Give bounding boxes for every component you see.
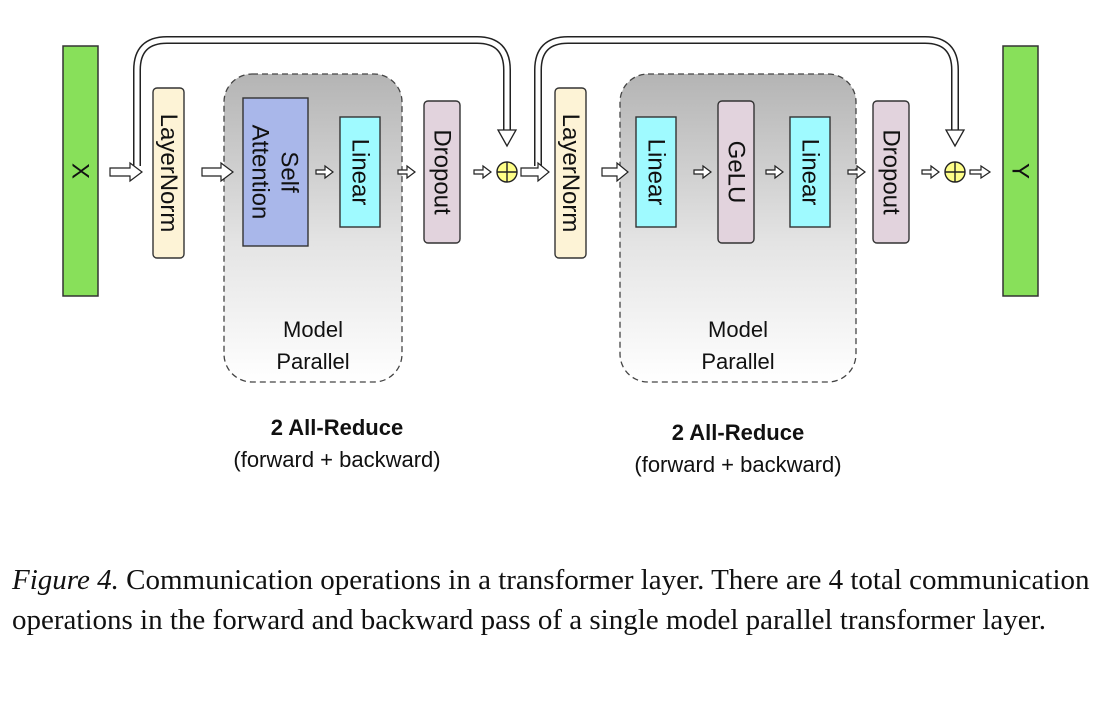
arrow-dropout-to-add <box>473 164 492 180</box>
output-y-block <box>1002 45 1039 297</box>
input-x-label: X <box>67 163 94 179</box>
all-reduce-1-title: 2 All-Reduce <box>271 415 403 440</box>
input-x-block <box>62 45 99 297</box>
figure-caption: Figure 4. Communication operations in a … <box>12 560 1102 640</box>
dropout-1-label: Dropout <box>429 129 456 215</box>
residual-connection-1 <box>133 36 518 166</box>
layernorm-1-block <box>152 87 185 259</box>
dropout-1-block <box>423 100 461 244</box>
dropout-2-label: Dropout <box>878 129 905 215</box>
self-attention-line1: Self <box>276 151 303 193</box>
arrow-linear-to-dropout <box>397 164 416 180</box>
arrow-linear-to-dropout-2 <box>847 164 866 180</box>
model-parallel-2-line2: Parallel <box>701 349 774 374</box>
arrow-gelu-to-linear <box>765 164 784 180</box>
layernorm-1-label: LayerNorm <box>155 114 182 233</box>
transformer-layer-diagram: X Y LayerNorm Self Attention Linear Drop… <box>62 36 1039 477</box>
gelu-label: GeLU <box>723 141 750 204</box>
linear-1-label: Linear <box>347 139 374 206</box>
model-parallel-2-line1: Model <box>708 317 768 342</box>
residual-add-2-icon <box>944 161 966 183</box>
self-attention-line2: Attention <box>247 125 274 220</box>
self-attention-block <box>242 97 309 247</box>
arrow-layernorm-to-attention <box>201 161 234 183</box>
linear-1-block <box>339 116 381 228</box>
all-reduce-1-subtitle: (forward + backward) <box>233 447 440 472</box>
layernorm-2-block <box>554 87 587 259</box>
arrow-attention-to-linear <box>315 164 334 180</box>
dropout-2-block <box>872 100 910 244</box>
model-parallel-1-line1: Model <box>283 317 343 342</box>
arrow-add-to-layernorm <box>520 161 550 183</box>
residual-add-1-icon <box>496 161 518 183</box>
flow-arrows <box>109 161 992 183</box>
all-reduce-2-title: 2 All-Reduce <box>672 420 804 445</box>
model-parallel-1-line2: Parallel <box>276 349 349 374</box>
arrow-layernorm-to-linear <box>601 161 629 183</box>
caption-text: Communication operations in a transforme… <box>12 564 1090 636</box>
caption-label: Figure 4. <box>12 564 119 596</box>
self-attention-label: Self Attention <box>247 125 303 220</box>
linear-2-block <box>635 116 677 228</box>
linear-3-label: Linear <box>797 139 824 206</box>
gelu-block <box>717 100 755 244</box>
arrow-dropout-to-add-2 <box>921 164 940 180</box>
arrow-add-to-y <box>969 164 992 180</box>
arrow-linear-to-gelu <box>693 164 712 180</box>
residual-connection-2 <box>534 36 966 166</box>
all-reduce-2-subtitle: (forward + backward) <box>634 452 841 477</box>
arrow-x-to-layernorm <box>109 161 143 183</box>
output-y-label: Y <box>1007 163 1034 179</box>
linear-2-label: Linear <box>643 139 670 206</box>
linear-3-block <box>789 116 831 228</box>
layernorm-2-label: LayerNorm <box>557 114 584 233</box>
